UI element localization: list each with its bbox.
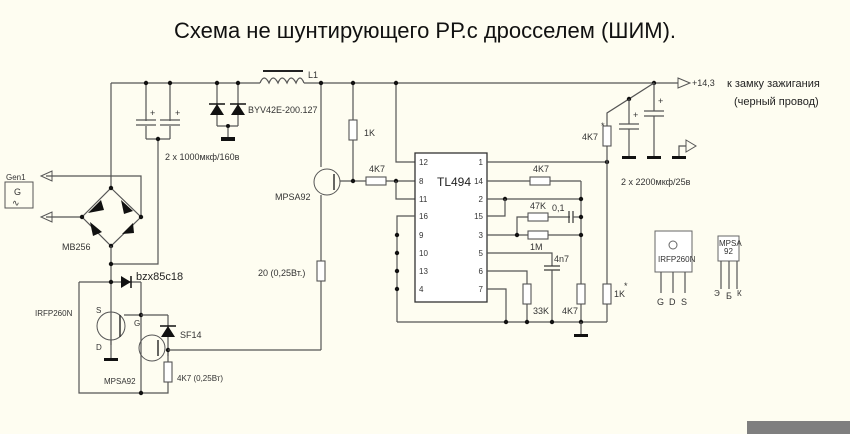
r-4k7-fb-label: 4K7 — [533, 164, 549, 174]
c-01-label: 0,1 — [552, 203, 565, 213]
ic-pin-1: 1 — [479, 158, 484, 167]
mosfet-d-label: D — [96, 343, 102, 352]
output-desc-1: к замку зажигания — [727, 78, 820, 90]
ic-pin-14: 14 — [474, 177, 483, 186]
ic-pin-6: 6 — [479, 267, 484, 276]
ic-pin-4: 4 — [419, 285, 424, 294]
mosfet-label: IRFP260N — [35, 309, 73, 318]
corner-bar — [747, 421, 850, 434]
r-47k-label: 47K — [530, 201, 546, 211]
r-4k7-star-label: 4K7 — [582, 132, 598, 142]
top-rail-wires — [110, 82, 678, 188]
c-4n7-label: 4n7 — [554, 254, 569, 264]
sine-wave-icon: ∿ — [12, 198, 20, 208]
ic-left-pins: 12 8 11 16 9 10 13 4 — [419, 158, 428, 294]
generator-gen1: Gen1 G ∿ — [4, 173, 34, 209]
irfp-pin-d: D — [669, 297, 676, 307]
input-capacitors: + + 2 x 1000мкф/160в — [136, 80, 240, 260]
mpsa-package-number: 92 — [724, 247, 733, 256]
inductor-l1: L1 — [259, 70, 318, 85]
mosfet-driver: bzx85c18 S G D IRFP260N MPSA92 SF14 4K7 … — [35, 246, 321, 396]
ic-name: TL494 — [437, 175, 471, 189]
zener-label: bzx85c18 — [136, 271, 183, 283]
diodes-byv42e: BYV42E-200.127 — [209, 80, 318, 141]
bridge-rectifier: MB256 — [39, 170, 144, 252]
mpsa-pin-k: К — [737, 289, 742, 298]
r-1m-label: 1M — [530, 242, 543, 252]
ic-pin-5: 5 — [479, 249, 484, 258]
ic-pin-11: 11 — [419, 195, 428, 204]
star-mark: * — [624, 281, 628, 291]
output-voltage: +14,3 — [692, 78, 715, 88]
ic-pin-15: 15 — [474, 212, 483, 221]
r-4k7-bottom-label: 4K7 (0,25Вт) — [177, 374, 223, 383]
output-section: +14,3 к замку зажигания (черный провод) … — [582, 77, 820, 187]
r-33k-label: 33K — [533, 306, 549, 316]
generator-ref: Gen1 — [6, 173, 26, 182]
ic-right-pins: 1 14 2 15 3 5 6 7 — [474, 158, 483, 294]
mosfet-s-label: S — [96, 306, 101, 315]
plus-sign: + — [633, 110, 638, 120]
mpsa-pin-e: Э — [714, 289, 720, 298]
mpsa-package-name: MPSA — [719, 239, 742, 248]
r-4k7-base-label: 4K7 — [369, 164, 385, 174]
tl494-ic: TL494 12 8 11 16 9 10 13 4 1 14 2 15 3 5 6 7 — [394, 152, 607, 323]
ic-pin-7: 7 — [479, 285, 484, 294]
irfp260n-package: IRFP260N G D S — [654, 230, 696, 307]
ic-pin-9: 9 — [419, 231, 424, 240]
q1-section: MPSA92 20 (0,25Вт.) 1K 4K7 — [258, 80, 418, 350]
plus-sign: + — [658, 96, 663, 106]
ic-pin-13: 13 — [419, 267, 428, 276]
ic-pin-8: 8 — [419, 177, 424, 186]
output-desc-2: (черный провод) — [734, 96, 819, 108]
q1-label: MPSA92 — [275, 192, 311, 202]
sf14-label: SF14 — [180, 330, 202, 340]
irfp-package-name: IRFP260N — [658, 255, 696, 264]
r-1k-star-label: 1K — [614, 289, 625, 299]
schematic-title: Схема не шунтирующего РР.с дросселем (ШИ… — [173, 18, 677, 43]
ic-pin-10: 10 — [419, 249, 428, 258]
diodes-label: BYV42E-200.127 — [248, 105, 318, 115]
ic-pin-2: 2 — [479, 195, 484, 204]
irfp-pin-s: S — [681, 297, 687, 307]
plus-sign: + — [175, 108, 180, 118]
star-mark: * — [601, 121, 605, 131]
mpsa-pin-b: Б — [726, 291, 732, 301]
r-4k7-div-label: 4K7 — [562, 306, 578, 316]
output-caps-label: 2 x 2200мкф/25в — [621, 177, 691, 187]
plus-sign: + — [150, 108, 155, 118]
bridge-label: MB256 — [62, 242, 91, 252]
ic-pin-12: 12 — [419, 158, 428, 167]
irfp-pin-g: G — [657, 297, 664, 307]
mosfet-g-label: G — [134, 319, 140, 328]
feedback-network: 4K7 47K 0,1 1M 4n7 33K 4K7 1K * — [487, 145, 628, 337]
q2-label: MPSA92 — [104, 377, 136, 386]
r-1k-label: 1K — [364, 128, 375, 138]
r-20-label: 20 (0,25Вт.) — [258, 268, 305, 278]
generator-symbol: G — [14, 187, 21, 197]
ic-pin-16: 16 — [419, 212, 428, 221]
inductor-label: L1 — [308, 70, 318, 80]
mpsa92-package: MPSA 92 Э Б К — [714, 235, 742, 301]
ic-pin-3: 3 — [479, 231, 484, 240]
input-caps-label: 2 x 1000мкф/160в — [165, 152, 240, 162]
